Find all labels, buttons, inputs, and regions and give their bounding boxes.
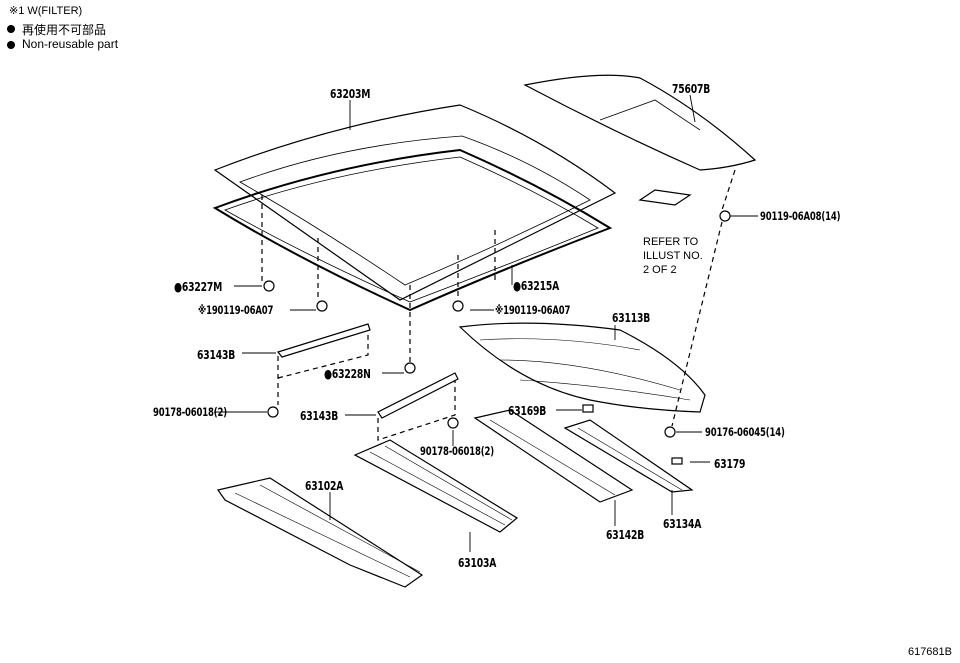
reinf-front-shape — [216, 477, 424, 588]
reinf-center-shape — [353, 439, 519, 533]
rear-panel-shape — [458, 322, 706, 413]
part-label[interactable]: ●63215A — [513, 278, 560, 293]
part-label[interactable]: 90176-06045(14) — [705, 425, 785, 439]
part-label[interactable]: ※190119-06A07 — [198, 303, 274, 317]
reinf-rear-side-shape — [473, 409, 634, 503]
refer-note: REFER TO ILLUST NO. 2 OF 2 — [643, 235, 703, 277]
bullet-icon — [7, 25, 15, 33]
roof-gasket-shape — [212, 148, 613, 312]
part-label[interactable]: 63142B — [606, 527, 645, 542]
part-label[interactable]: 63179 — [714, 456, 746, 471]
roof-molding-shape — [523, 74, 757, 171]
legend-non-reusable-jp: 再使用不可部品 — [22, 23, 107, 37]
part-label[interactable]: ●63227M — [174, 279, 223, 294]
part-label[interactable]: 90119-06A08(14) — [760, 209, 841, 223]
stay-lower-shape — [377, 372, 459, 419]
illustration-code: 617681B — [907, 646, 952, 658]
part-label[interactable]: 63203M — [330, 86, 371, 101]
part-label[interactable]: 63103A — [458, 555, 497, 570]
roof-panel-inner — [239, 135, 591, 286]
legend-non-reusable-en: Non-reusable part — [22, 37, 119, 51]
refer-note-line: REFER TO — [643, 236, 699, 248]
reinf-rear-shape — [563, 419, 694, 493]
stay-upper-shape — [276, 323, 371, 358]
part-label[interactable]: ※190119-06A07 — [495, 303, 571, 317]
refer-note-line: 2 OF 2 — [643, 264, 677, 276]
part-label[interactable]: 63102A — [305, 478, 344, 493]
bullet-icon — [7, 41, 15, 49]
part-label[interactable]: 63169B — [508, 403, 547, 418]
part-label[interactable]: 63134A — [663, 516, 702, 531]
patch-shape — [638, 189, 692, 206]
roof-panel-shape — [213, 104, 617, 301]
part-label[interactable]: 63143B — [300, 408, 339, 423]
part-label[interactable]: 63143B — [197, 347, 236, 362]
part-label[interactable]: 75607B — [672, 81, 711, 96]
part-label[interactable]: 90178-06018(2) — [420, 444, 494, 458]
part-label[interactable]: ●63228N — [324, 366, 371, 381]
part-label[interactable]: 90178-06018(2) — [153, 405, 227, 419]
part-label[interactable]: 63113B — [612, 310, 651, 325]
legend-filter-note: ※1 W(FILTER) — [9, 5, 83, 17]
refer-note-line: ILLUST NO. — [643, 250, 703, 262]
